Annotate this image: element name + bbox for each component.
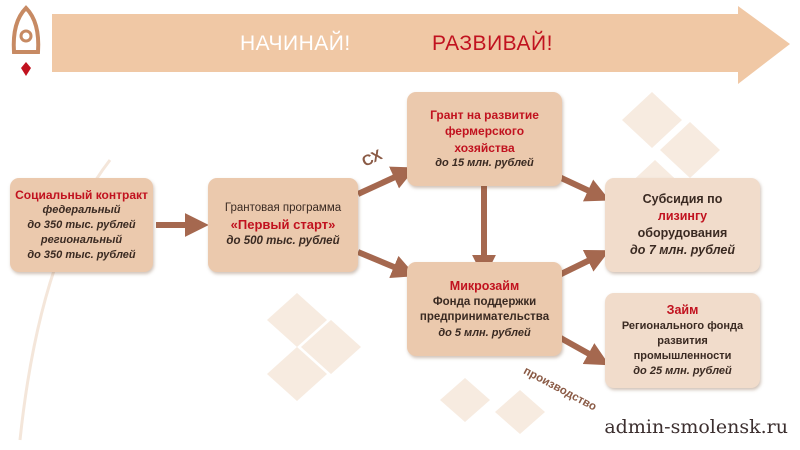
connector-arrows: [156, 166, 610, 366]
leasing-line3: оборудования: [637, 226, 728, 240]
site-watermark: admin-smolensk.ru: [604, 416, 788, 438]
farm-grant-line1: Грант на развитие: [430, 108, 539, 123]
loan-line4: промышленности: [633, 349, 732, 362]
leasing-line2: лизингу: [657, 209, 708, 224]
leasing-line1: Субсидия по: [642, 192, 723, 207]
social-contract-title: Социальный контракт: [15, 188, 148, 203]
banner-start-text: НАЧИНАЙ!: [240, 32, 351, 55]
microloan-box: Микрозайм Фонда поддержки предпринимател…: [407, 262, 562, 356]
banner-arrow: [52, 6, 790, 84]
loan-title: Займ: [666, 303, 699, 318]
farm-grant-line2: фермерского: [444, 124, 525, 139]
social-regional-amount: до 350 тыс. рублей: [27, 248, 136, 261]
farm-grant-amount: до 15 млн. рублей: [435, 156, 534, 169]
microloan-entrepreneurship: предпринимательства: [419, 311, 550, 324]
diamond-decoration: [267, 92, 720, 434]
microloan-title: Микрозайм: [449, 278, 520, 293]
leasing-subsidy-box: Субсидия по лизингу оборудования до 7 мл…: [605, 178, 760, 272]
rocket-logo-icon: [11, 5, 41, 76]
industry-loan-box: Займ Регионального фонда развития промыш…: [605, 293, 760, 388]
social-contract-box: Социальный контракт федеральный до 350 т…: [10, 178, 153, 272]
loan-line3: развития: [657, 335, 708, 348]
leasing-amount: до 7 млн. рублей: [630, 242, 735, 257]
loan-line2: Регионального фонда: [621, 320, 744, 333]
grant-program-label: Грантовая программа: [224, 201, 342, 214]
farm-grant-line3: хозяйства: [454, 140, 515, 155]
social-federal-amount: до 350 тыс. рублей: [27, 219, 136, 232]
grant-program-amount: до 500 тыс. рублей: [226, 234, 340, 247]
grant-program-box: Грантовая программа «Первый старт» до 50…: [208, 178, 358, 272]
banner-develop-text: РАЗВИВАЙ!: [432, 32, 553, 55]
farm-grant-box: Грант на развитие фермерского хозяйства …: [407, 92, 562, 186]
microloan-amount: до 5 млн. рублей: [438, 326, 531, 339]
social-regional-label: региональный: [40, 234, 123, 247]
grant-program-name: «Первый старт»: [230, 217, 336, 233]
microloan-fund: Фонда поддержки: [432, 295, 537, 308]
loan-amount: до 25 млн. рублей: [633, 364, 732, 377]
social-federal-label: федеральный: [42, 204, 121, 217]
